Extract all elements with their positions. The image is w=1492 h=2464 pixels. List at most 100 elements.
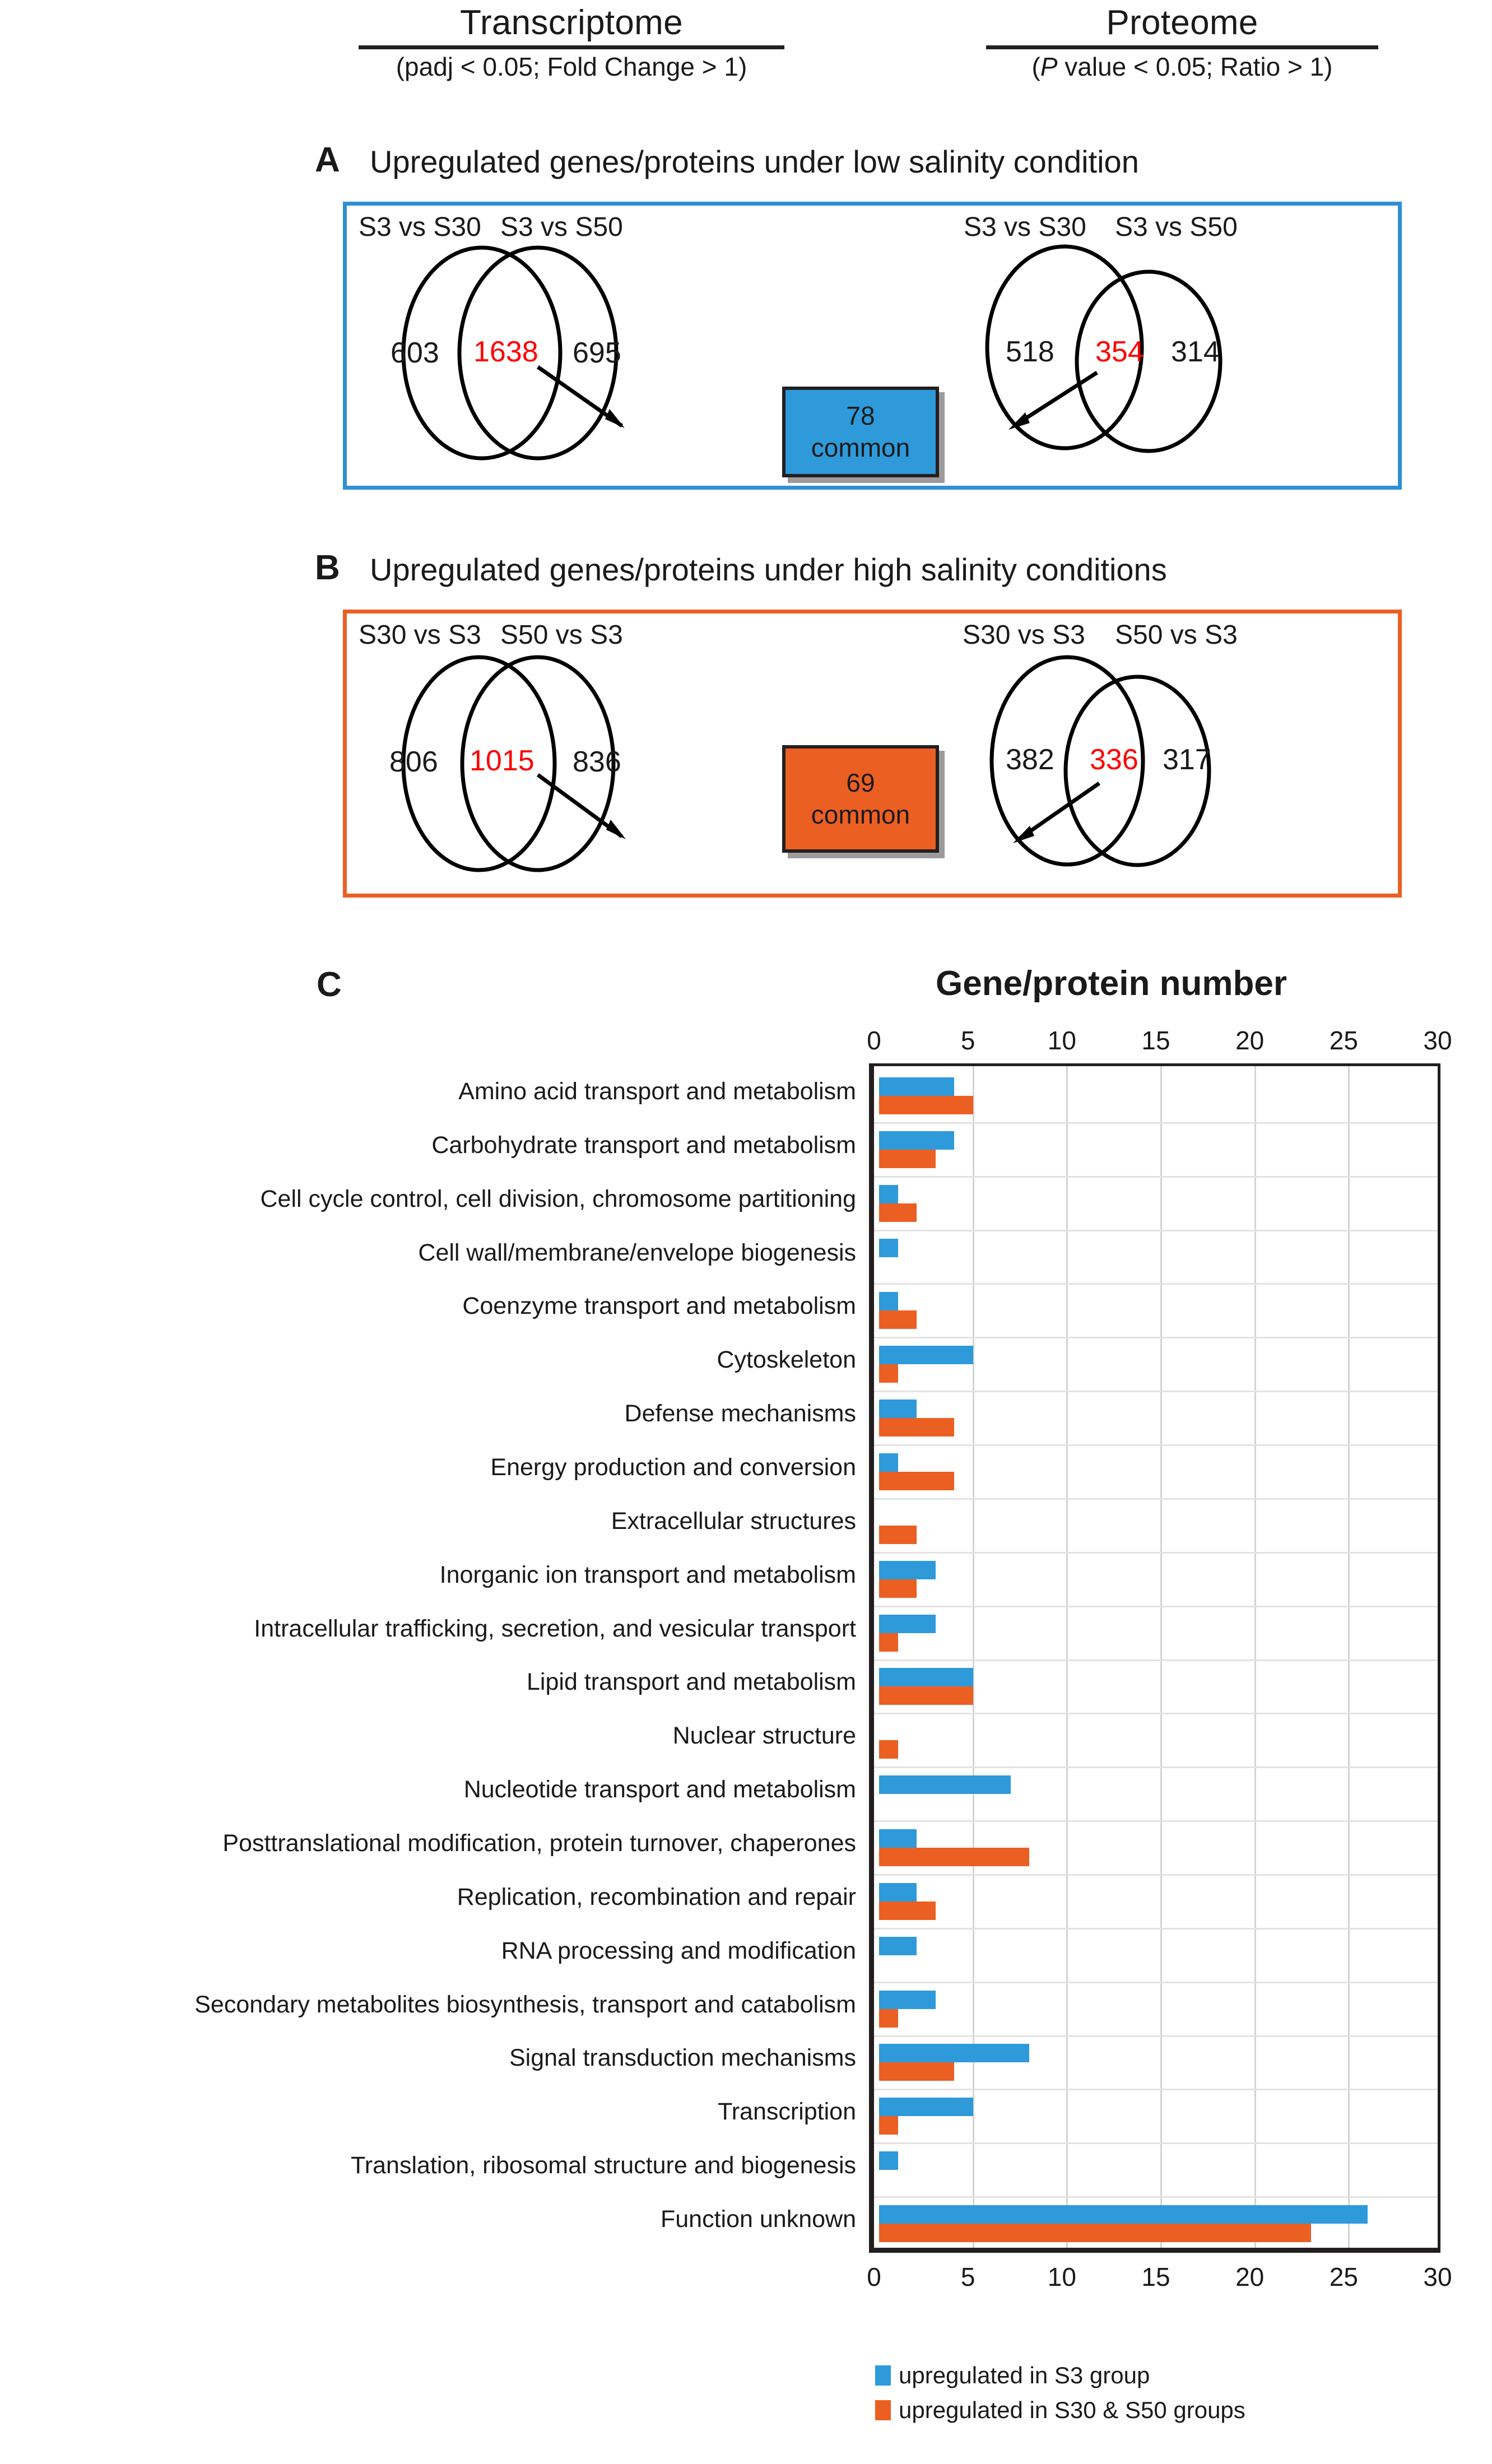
venn-diagram-b-proteome [952, 649, 1300, 878]
bar-s3 [879, 1990, 936, 2009]
proteome-criteria-post: value < 0.05; Ratio > 1) [1057, 52, 1333, 82]
transcriptome-header: Transcriptome (padj < 0.05; Fold Change … [359, 4, 784, 81]
x-axis-tick-label: 5 [960, 2262, 975, 2291]
proteome-rule [986, 45, 1378, 50]
transcriptome-rule [359, 45, 784, 50]
gridline-vertical [972, 1066, 974, 2248]
x-axis-tick-label: 25 [1329, 1026, 1358, 1055]
bar-s30-s50 [879, 1848, 1030, 1867]
category-label: Posttranslational modification, protein … [222, 1830, 856, 1857]
bar-s30-s50 [879, 1633, 898, 1652]
bar-s3 [879, 1829, 917, 1848]
gridline-horizontal [874, 1873, 1438, 1876]
venn-b-right-value-right: 317 [1163, 743, 1211, 776]
legend-swatch-orange-icon [875, 2400, 891, 2420]
bar-s3 [879, 1775, 1011, 1794]
chart-title: Gene/protein number [936, 964, 1287, 1003]
category-label: Inorganic ion transport and metabolism [439, 1561, 856, 1588]
common-b-word: common [811, 800, 910, 829]
proteome-criteria: (P value < 0.05; Ratio > 1) [986, 53, 1378, 81]
category-label: Signal transduction mechanisms [509, 2044, 856, 2072]
category-label: Coenzyme transport and metabolism [462, 1293, 856, 1320]
category-label: Amino acid transport and metabolism [458, 1077, 856, 1105]
bar-s30-s50 [879, 1686, 973, 1705]
gridline-horizontal [874, 2142, 1438, 2145]
panel-c-letter: C [317, 965, 342, 1004]
bar-s30-s50 [879, 1095, 973, 1114]
bar-s3 [879, 1614, 936, 1633]
proteome-header: Proteome (P value < 0.05; Ratio > 1) [986, 4, 1378, 81]
x-axis-tick-label: 25 [1329, 2262, 1358, 2291]
bar-s3 [879, 1453, 898, 1472]
category-label: RNA processing and modification [501, 1937, 856, 1964]
venn-a-right-value-right: 314 [1171, 336, 1220, 368]
bar-s3 [879, 1238, 898, 1257]
gridline-horizontal [874, 1122, 1438, 1124]
legend-label-s30-s50: upregulated in S30 & S50 groups [899, 2397, 1245, 2423]
x-axis-tick-label: 10 [1047, 1026, 1076, 1055]
venn-a-left-value-right: 695 [573, 337, 621, 369]
bar-s3 [879, 1400, 917, 1419]
bar-s3 [879, 1560, 936, 1579]
panel-b-title: Upregulated genes/proteins under high sa… [370, 552, 1167, 587]
gridline-horizontal [874, 1551, 1438, 1554]
proteome-title: Proteome [1106, 3, 1258, 42]
common-a-number: 78 [846, 401, 875, 430]
gridline-horizontal [874, 1175, 1438, 1178]
bar-s30-s50 [879, 1149, 936, 1168]
category-label: Cell wall/membrane/envelope biogenesis [418, 1239, 856, 1266]
common-box-b: 69 common [782, 745, 939, 853]
venn-diagram-a-transcriptome [370, 241, 661, 465]
venn-b-left-svg [401, 655, 626, 872]
bar-s3 [879, 2151, 898, 2170]
gridline-horizontal [874, 1444, 1438, 1447]
bar-s3 [879, 2098, 973, 2117]
venn-b-left-value-center: 1015 [470, 745, 534, 777]
bar-s3 [879, 2205, 1368, 2224]
bar-s3 [879, 2044, 1030, 2063]
bar-s30-s50 [879, 1310, 917, 1329]
gridline-horizontal [874, 2196, 1438, 2198]
bar-s30-s50 [879, 1901, 936, 1920]
x-axis-tick-label: 30 [1423, 2262, 1452, 2291]
category-label: Transcription [718, 2098, 856, 2126]
bar-s30-s50 [879, 2062, 955, 2081]
venn-a-right-label-right: S3 vs S50 [1115, 212, 1238, 242]
transcriptome-criteria: (padj < 0.05; Fold Change > 1) [396, 52, 747, 82]
x-axis-tick-label: 15 [1141, 1026, 1170, 1055]
panel-a-letter: A [315, 141, 340, 179]
category-label: Replication, recombination and repair [457, 1883, 856, 1910]
common-a-word: common [811, 433, 910, 462]
bar-s30-s50 [879, 1525, 917, 1544]
x-axis-tick-label: 30 [1423, 1026, 1452, 1055]
category-label: Translation, ribosomal structure and bio… [351, 2152, 856, 2179]
venn-diagram-a-proteome [952, 241, 1300, 465]
x-axis-tick-label: 15 [1141, 2262, 1170, 2291]
category-label: Function unknown [661, 2206, 856, 2233]
bar-s3 [879, 1184, 898, 1203]
x-axis-tick-label: 20 [1235, 1026, 1265, 1055]
venn-a-left-label-right: S3 vs S50 [500, 212, 623, 242]
gridline-horizontal [874, 1337, 1438, 1339]
category-label: Extracellular structures [611, 1507, 856, 1535]
gridline-horizontal [874, 1605, 1438, 1607]
gridline-vertical [1160, 1066, 1162, 2248]
gridline-horizontal [874, 1498, 1438, 1500]
venn-a-right-value-center: 354 [1095, 336, 1144, 368]
category-label: Energy production and conversion [490, 1453, 856, 1481]
category-label: Defense mechanisms [624, 1400, 856, 1428]
venn-a-left-svg [401, 245, 625, 461]
gridline-vertical [1066, 1066, 1068, 2248]
bar-s30-s50 [879, 1471, 955, 1490]
panel-b-letter: B [315, 548, 340, 587]
venn-a-right-label-left: S3 vs S30 [964, 212, 1086, 242]
x-axis-tick-label: 10 [1047, 2262, 1076, 2291]
gridline-horizontal [874, 1283, 1438, 1285]
transcriptome-title: Transcriptome [460, 3, 683, 42]
bar-s3 [879, 1668, 973, 1687]
bar-s3 [879, 1346, 973, 1365]
bar-s3 [879, 1936, 917, 1955]
gridline-horizontal [874, 1229, 1438, 1231]
category-label: Carbohydrate transport and metabolism [431, 1131, 856, 1159]
